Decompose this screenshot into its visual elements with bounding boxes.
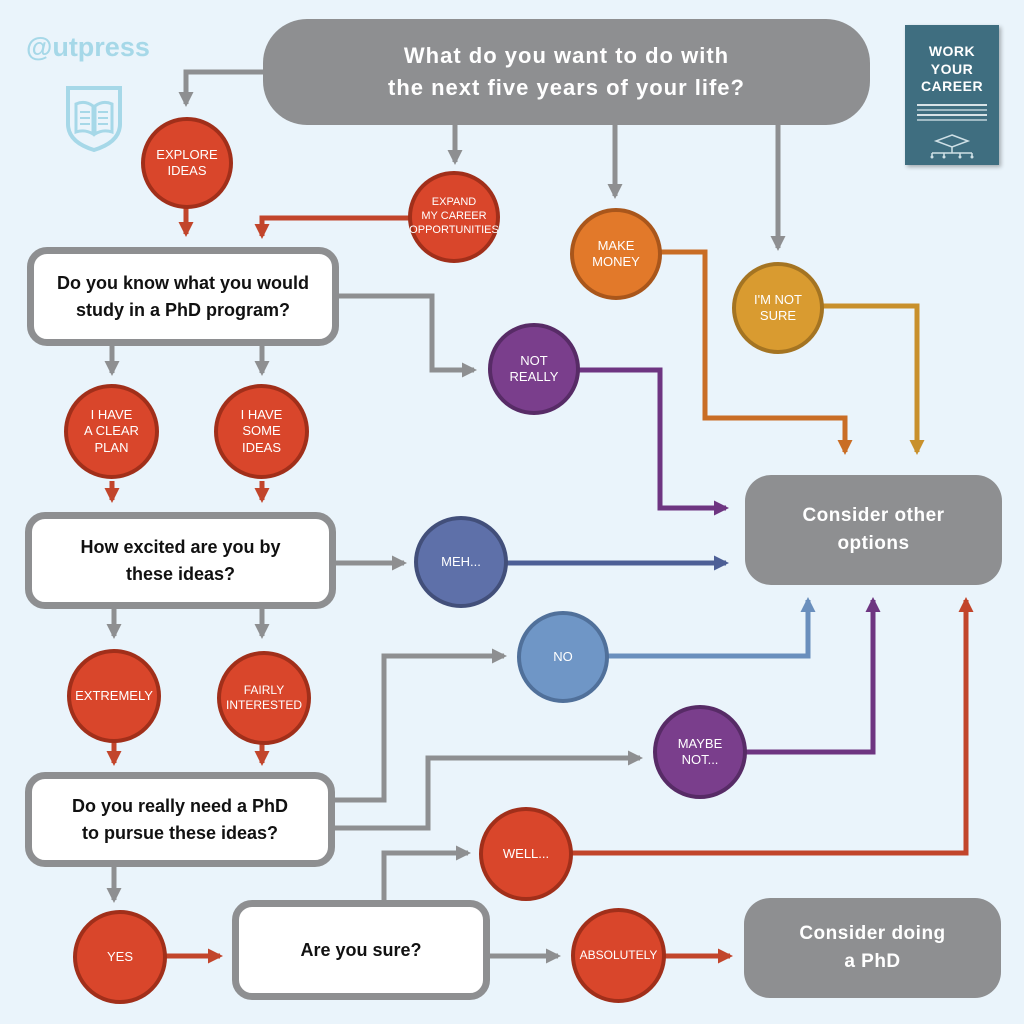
arrow-notsure-to-other [822,303,925,455]
arrow-notreally-to-other [576,367,729,516]
arrow-need-to-no [333,648,507,803]
answer-maybe-not: MAYBE NOT... [653,705,747,799]
arrow-study-to-notreally [337,293,477,378]
graduation-cap-network-icon [930,134,974,159]
answer-some-ideas: I HAVE SOME IDEAS [214,384,309,479]
arrow-maybenot-to-other [746,597,881,755]
arrow-no-to-other [606,597,816,659]
answer-meh: MEH... [414,516,508,608]
answer-not-sure: I'M NOT SURE [732,262,824,354]
arrow-sure-to-well [381,845,471,902]
answer-make-money: MAKE MONEY [570,208,662,300]
question-need-phd: Do you really need a PhD to pursue these… [25,772,335,867]
outcome-consider-other-options: Consider other options [745,475,1002,585]
question-top: What do you want to do with the next fiv… [263,19,870,125]
answer-well: WELL... [479,807,573,901]
arrow-top-to-explore [178,69,265,107]
answer-fairly-interested: FAIRLY INTERESTED [217,651,311,745]
answer-expand-career: EXPAND MY CAREER OPPORTUNITIES [408,171,500,263]
outcome-consider-phd: Consider doing a PhD [744,898,1001,998]
answer-no: NO [517,611,609,703]
arrow-well-to-other [570,597,974,856]
book-cover: WORK YOUR CAREER [905,25,999,165]
question-study: Do you know what you would study in a Ph… [27,247,339,346]
arrow-expand-to-study [254,215,410,239]
answer-yes: YES [73,910,167,1004]
answer-extremely: EXTREMELY [67,649,161,743]
answer-absolutely: ABSOLUTELY [571,908,666,1003]
book-subtitle-lines [917,103,987,121]
book-title: WORK YOUR CAREER [920,43,984,94]
question-sure: Are you sure? [232,900,490,1000]
open-book-shield-icon [66,86,122,152]
publisher-handle: @utpress [26,32,150,62]
arrow-need-to-maybenot [333,750,643,831]
question-excited: How excited are you by these ideas? [25,512,336,609]
arrow-money-to-other [660,249,853,455]
answer-not-really: NOT REALLY [488,323,580,415]
answer-explore-ideas: EXPLORE IDEAS [141,117,233,209]
answer-clear-plan: I HAVE A CLEAR PLAN [64,384,159,479]
